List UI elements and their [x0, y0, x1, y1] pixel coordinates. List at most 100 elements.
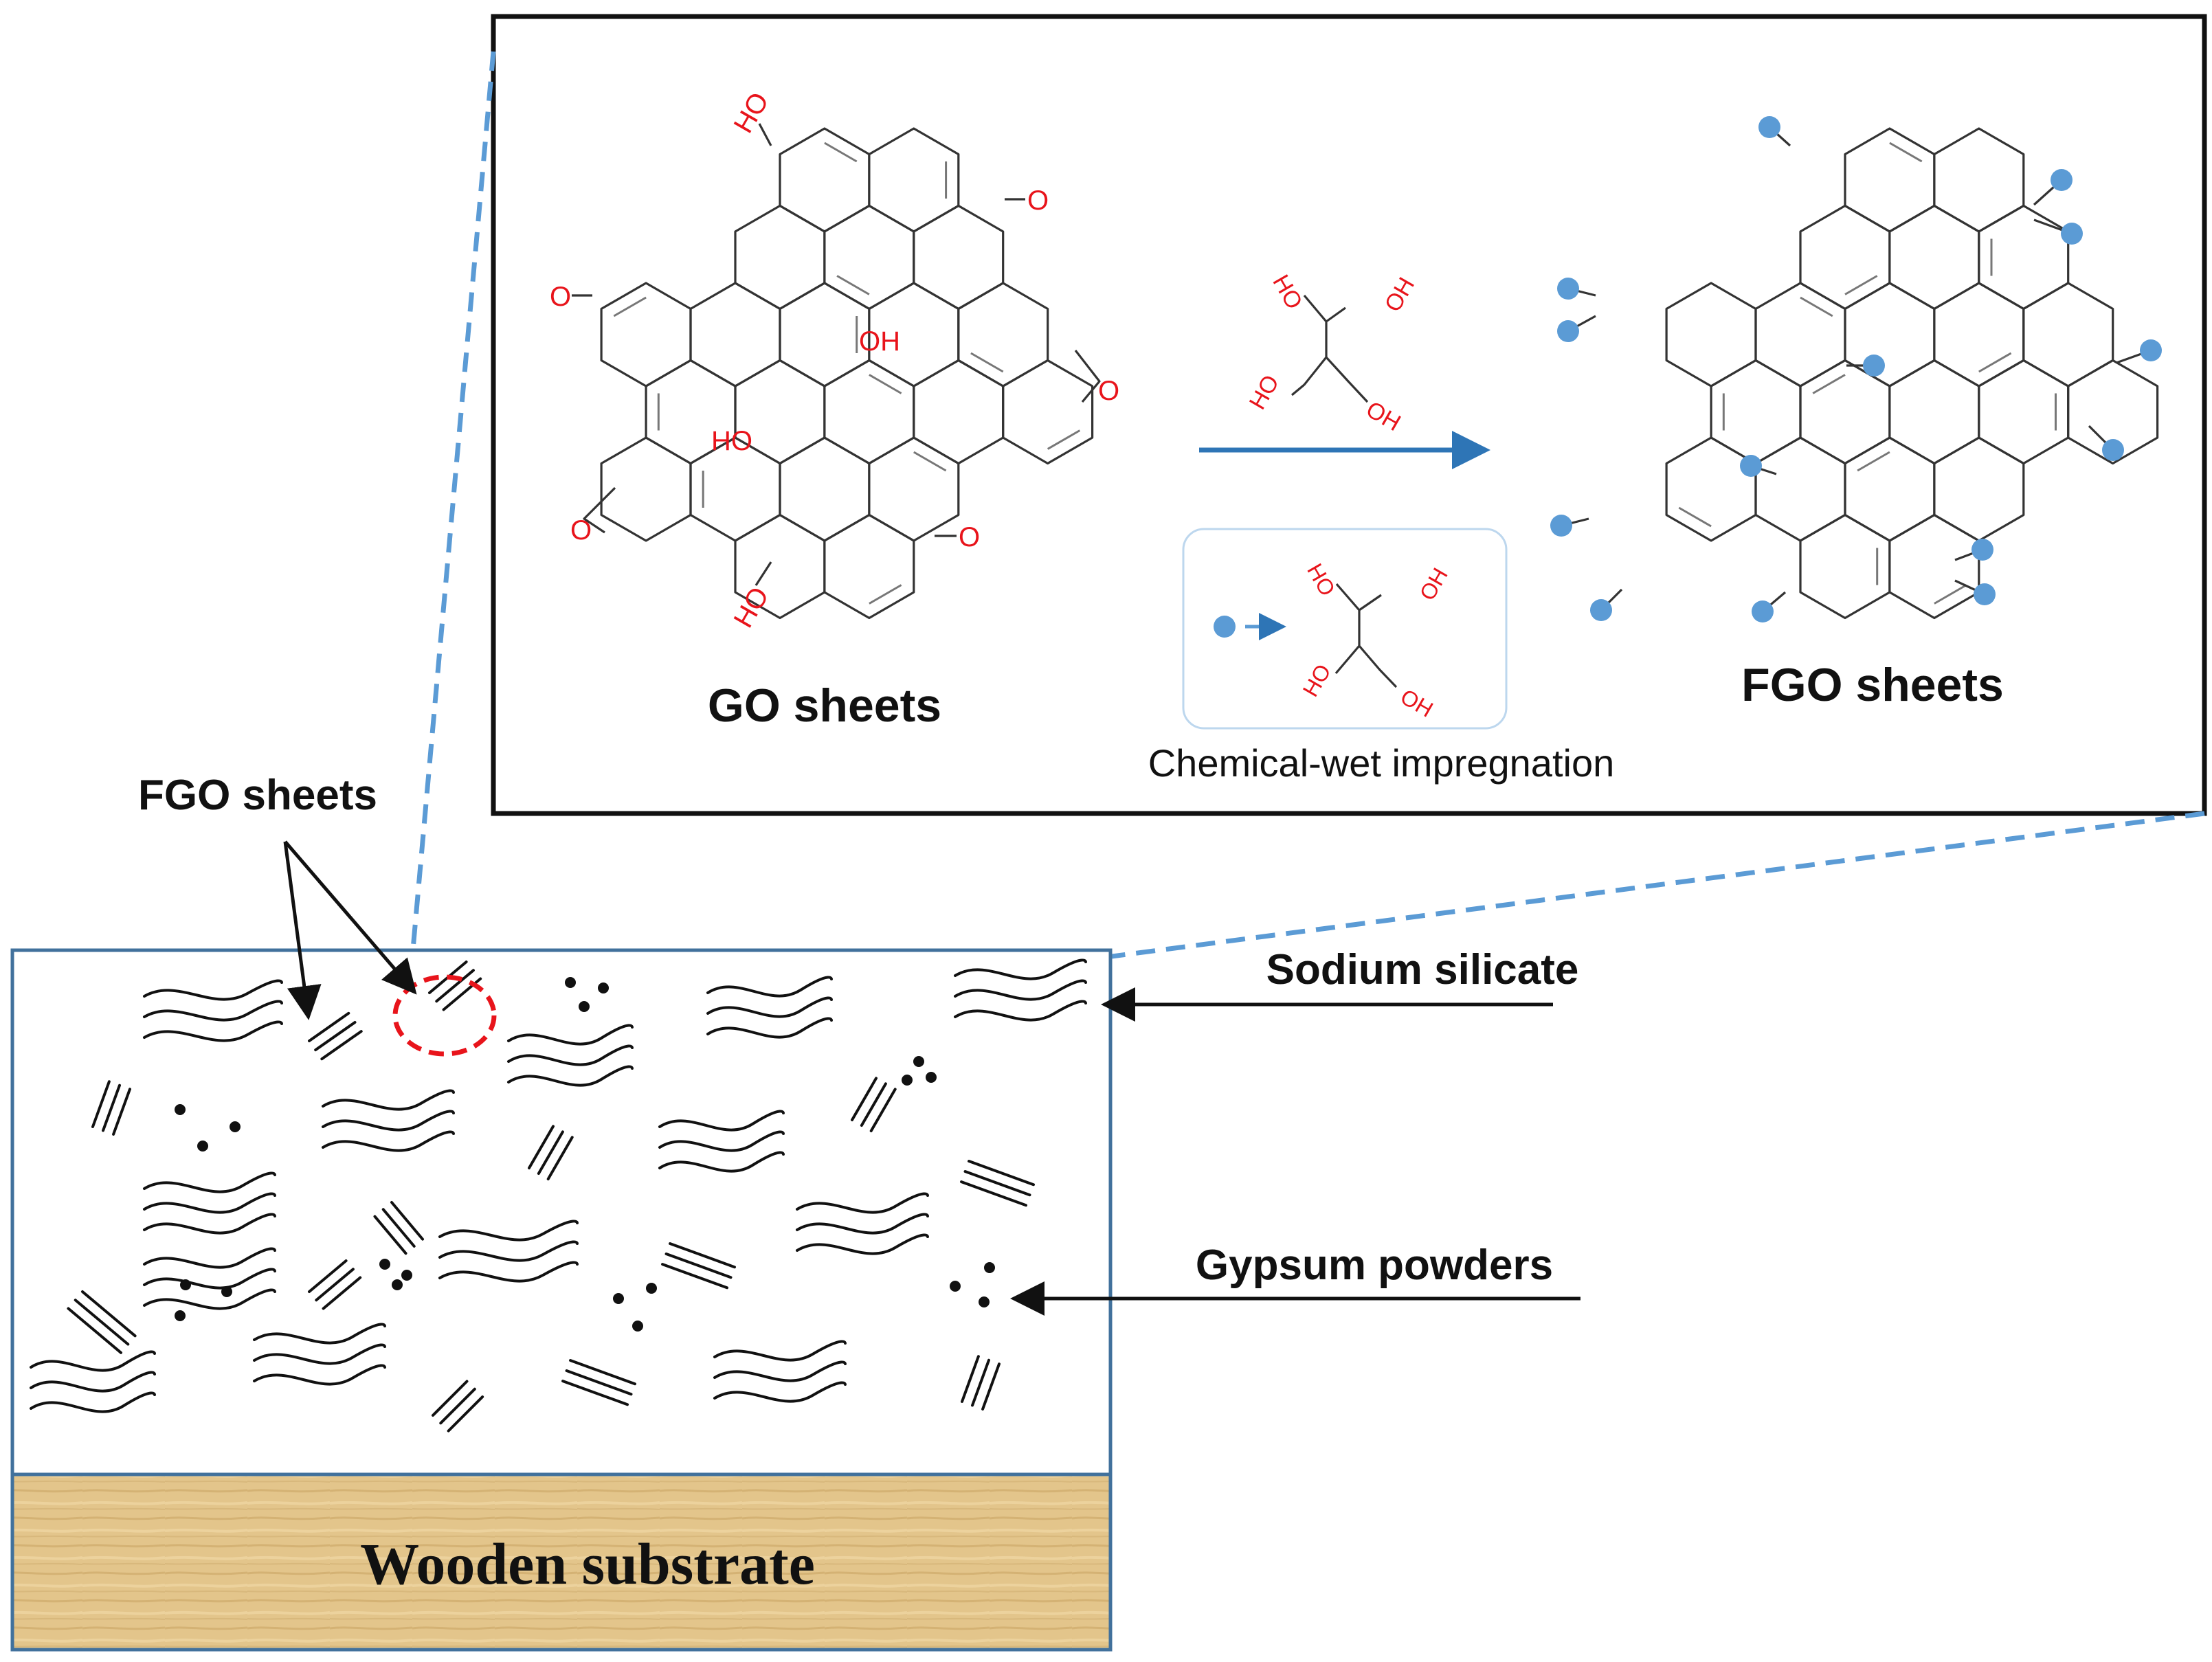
silicate-wave — [796, 1233, 929, 1255]
gypsum-particle — [401, 1270, 412, 1281]
silicate-wave — [438, 1261, 579, 1283]
fgo-sheet-mark — [664, 1253, 733, 1279]
silicate-wave — [713, 1340, 847, 1362]
silicate-wave — [713, 1381, 847, 1403]
gypsum-powders-label: Gypsum powders — [1196, 1242, 1553, 1289]
silicate-wave — [438, 1220, 579, 1242]
fgo-sheet-mark — [669, 1242, 736, 1269]
fgo-sheet-mark — [112, 1088, 131, 1136]
gypsum-particle — [926, 1072, 937, 1083]
gypsum-particle — [221, 1286, 232, 1297]
legend-dot-icon — [1214, 616, 1236, 638]
gypsum-particle — [979, 1296, 990, 1307]
functional-group-dot — [1974, 583, 1996, 605]
functional-group-dot — [1758, 116, 1780, 138]
gypsum-particle — [984, 1262, 995, 1273]
double-bond — [869, 374, 902, 394]
functional-group-dot — [2102, 439, 2124, 461]
fgo-sheet-mark — [661, 1263, 728, 1290]
go-bond-hydroxyl-bottom — [755, 561, 772, 586]
highlight-circle — [392, 974, 497, 1057]
gypsum-particle — [197, 1141, 208, 1152]
inset-panel: HO O O OH HO O O O HO GO sheets — [491, 14, 2207, 816]
functional-group-dot — [1590, 599, 1612, 621]
double-bond — [1844, 275, 1878, 295]
fgo-sheet-mark — [74, 1299, 130, 1346]
functional-group-dot — [1557, 320, 1579, 342]
functional-group-dot — [2061, 223, 2083, 245]
gypsum-particle — [950, 1281, 961, 1292]
gypsum-particle — [175, 1310, 186, 1321]
gypsum-particle — [175, 1104, 186, 1115]
double-bond — [1678, 506, 1712, 528]
fgo-pointer-left — [283, 841, 322, 1020]
fgo-sheet-mark — [91, 1080, 111, 1128]
double-bond — [1812, 374, 1846, 394]
fgo-sheet-mark — [546, 1136, 574, 1180]
go-oxygen-left: O — [550, 282, 571, 312]
fgo-sheet-mark — [320, 1030, 363, 1061]
gypsum-particle — [646, 1283, 657, 1294]
double-bond — [1857, 451, 1890, 472]
silicate-wave — [143, 1171, 276, 1193]
fgo-sheet-mark — [537, 1130, 564, 1175]
functional-group-dot — [1550, 515, 1572, 537]
go-epoxy-left-bonds — [583, 486, 616, 534]
silicate-wave — [507, 1065, 634, 1087]
functional-group-dot — [2051, 169, 2073, 191]
silicate-wave — [322, 1130, 455, 1152]
silicate-wave — [143, 979, 283, 1001]
gypsum-particle — [579, 1001, 590, 1012]
reagent-skeleton — [1291, 294, 1369, 403]
double-bond — [824, 142, 858, 163]
silicate-wave — [143, 1000, 283, 1022]
double-bond — [1978, 352, 2012, 373]
functional-group-dot — [1863, 355, 1885, 377]
fgo-sheet-mark — [435, 969, 475, 1003]
gypsum-particle — [913, 1056, 924, 1067]
silicate-wave — [30, 1350, 156, 1372]
silicate-wave — [954, 979, 1087, 1001]
silicate-wave — [143, 1288, 276, 1310]
silicate-wave — [322, 1089, 455, 1111]
fgo-sheet-mark — [960, 1180, 1027, 1207]
fgo-sheet-mark — [315, 1268, 355, 1302]
fgo-sheet-mark — [528, 1125, 555, 1169]
double-bond — [970, 352, 1004, 373]
double-bond — [836, 275, 870, 295]
double-bond — [869, 584, 902, 605]
gypsum-particle — [613, 1293, 624, 1304]
silicate-wave — [706, 976, 833, 998]
silicate-wave — [796, 1213, 929, 1235]
go-bond-hydroxyl-top — [758, 123, 772, 146]
silicate-wave — [253, 1364, 386, 1386]
fgo-sheet-mark — [381, 1208, 416, 1248]
silicate-wave — [143, 1247, 276, 1269]
go-hexagon-lattice — [600, 127, 1094, 620]
gypsum-particle — [632, 1321, 643, 1332]
fgo-sheet-mark — [322, 1276, 362, 1310]
fgo-sheet-mark — [432, 1380, 469, 1417]
legend-molecule-skeleton — [1334, 583, 1398, 688]
fgo-sheet-mark — [565, 1369, 633, 1396]
hexagon-ring — [2067, 359, 2159, 465]
fgo-sheets-label: FGO sheets — [138, 772, 377, 819]
coating-panel: Wooden substrate — [10, 948, 1113, 1652]
fgo-sheet-mark — [869, 1088, 897, 1132]
silicate-wave — [143, 1268, 276, 1290]
silicate-wave — [706, 1017, 833, 1039]
fgo-sheet-mark — [447, 1395, 484, 1433]
gypsum-particle — [180, 1279, 191, 1290]
coating-particles — [30, 958, 1087, 1433]
go-epoxy-right-bonds — [1074, 350, 1101, 403]
fgo-sheet-mark — [102, 1083, 121, 1132]
wooden-substrate — [10, 1472, 1113, 1652]
silicate-wave — [322, 1110, 455, 1132]
fgo-hexagon-lattice — [1665, 127, 2159, 620]
fgo-sheet-mark — [308, 1259, 348, 1293]
fgo-pointer-right — [284, 840, 417, 995]
fgo-functional-dots — [1550, 116, 2162, 622]
double-bond — [1047, 429, 1081, 450]
fgo-sheet-mark — [81, 1290, 137, 1338]
